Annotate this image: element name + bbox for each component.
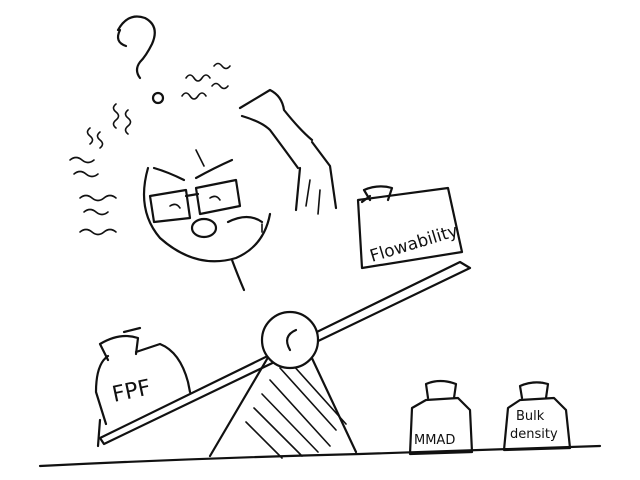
balance-beam: [96, 260, 472, 448]
fulcrum: [208, 352, 358, 459]
fpf-label: FPF: [110, 375, 153, 407]
question-mark: [116, 15, 165, 105]
weight-bulk-density: Bulk density: [502, 381, 572, 452]
pressing-hand: [238, 88, 338, 215]
glasses: [148, 178, 242, 224]
pivot: [260, 310, 320, 370]
weight-mmad: MMAD: [408, 379, 474, 456]
mmad-label: MMAD: [414, 433, 455, 448]
weight-flowability: Flowability: [356, 185, 464, 270]
frustrated-face: [142, 149, 272, 292]
frustration-squiggles: [69, 62, 231, 236]
bulk-label-line1: Bulk: [516, 409, 545, 424]
bulk-label-line2: density: [510, 427, 558, 442]
